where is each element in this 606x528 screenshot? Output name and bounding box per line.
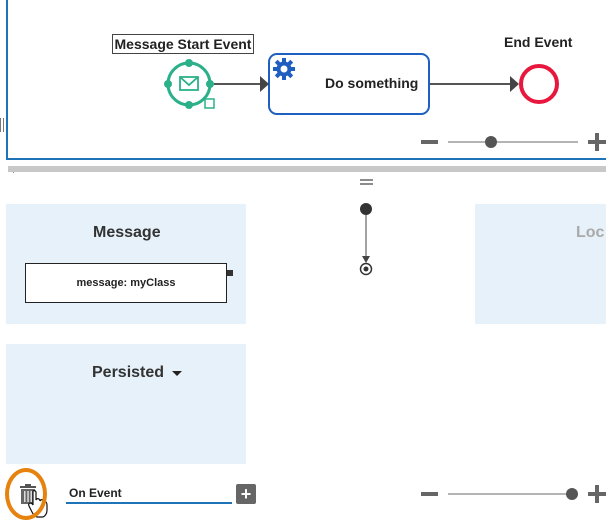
zoom-slider-handle [485, 136, 497, 148]
message-item-handle[interactable] [227, 270, 233, 276]
message-item[interactable]: message: myClass [25, 263, 227, 303]
add-button[interactable]: + [236, 484, 256, 504]
splitter-grip[interactable] [360, 179, 373, 185]
minus-icon [421, 140, 438, 144]
end-event-label: End Event [504, 34, 573, 50]
task-label: Do something [325, 75, 419, 91]
sequence-flow-2[interactable] [430, 76, 519, 92]
task-do-something[interactable] [268, 53, 430, 115]
gear-icon [273, 58, 295, 80]
bottom-zoom-control[interactable] [421, 485, 606, 503]
on-event-input[interactable]: On Event [66, 484, 232, 504]
end-circle-icon[interactable] [519, 64, 559, 104]
sequence-flow-1[interactable] [214, 76, 269, 92]
envelope-icon [179, 76, 199, 91]
persisted-panel [6, 344, 246, 464]
mini-flow[interactable] [359, 203, 373, 276]
right-panel [475, 204, 606, 324]
start-event-label: Message Start Event [112, 34, 254, 54]
minus-icon [421, 492, 438, 496]
top-zoom-control[interactable] [421, 133, 606, 151]
top-scrollbar[interactable] [8, 166, 606, 172]
left-resize-grip[interactable] [0, 118, 4, 132]
message-start-event[interactable] [164, 59, 215, 109]
delete-highlight-ring [5, 468, 47, 520]
chevron-down-icon[interactable] [172, 371, 182, 376]
right-panel-title: Loc [576, 224, 605, 241]
message-panel-title: Message [93, 224, 161, 241]
zoom-slider-handle [566, 488, 578, 500]
persisted-panel-title[interactable]: Persisted [92, 364, 165, 381]
